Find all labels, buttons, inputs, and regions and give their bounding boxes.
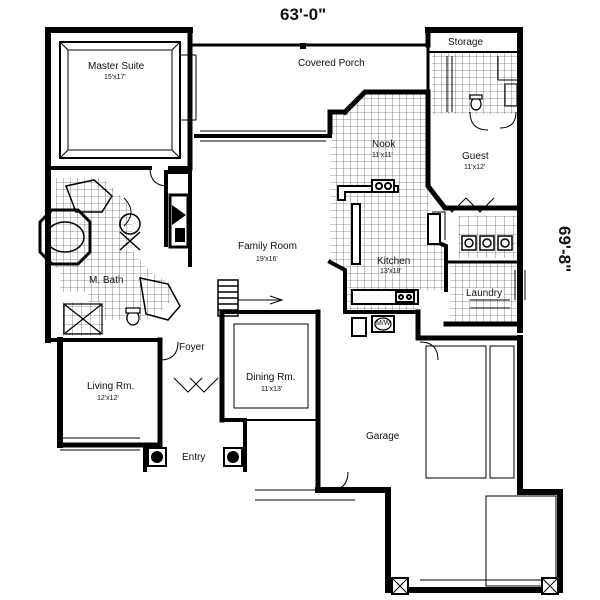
laundry-appliances [461,235,513,251]
microwave-label: M/W [376,320,391,327]
master-suite-label: Master Suite [88,61,145,72]
laundry-label: Laundry [464,288,505,299]
porch-post [300,43,306,49]
dining-tray [233,323,309,409]
nook-size: 11'x11' [372,152,393,159]
m-bath-label: M. Bath [89,275,124,286]
toilets [125,94,483,326]
bath-vanities [64,179,181,321]
whirlpool-tub [38,208,92,266]
plan-width-label: 63'-0" [280,5,327,24]
closets [432,56,520,309]
entry-label: Entry [182,452,206,463]
family-room-label: Family Room [238,241,297,252]
fireplace [168,193,190,249]
stair [217,279,284,317]
nook-label: Nook [372,139,396,150]
living-room-label: Living Rm. [87,381,135,392]
foyer-label: Foyer [179,342,205,353]
living-room-size: 12'x12' [97,395,119,402]
guest-label: Guest [462,151,489,162]
kitchen-size: 13'x18' [380,268,402,275]
kitchen-counters [337,179,441,337]
tray-ceiling [59,41,181,159]
dining-room-size: 11'x13' [261,386,283,393]
kitchen-label: Kitchen [377,256,411,267]
guest-size: 11'x12' [464,164,486,171]
covered-porch-label: Covered Porch [298,58,365,69]
garage-details [425,345,557,587]
dining-room-label: Dining Rm. [246,372,296,383]
doors [123,111,517,491]
walls [45,27,563,593]
shower [63,303,103,335]
garage-label: Garage [366,431,400,442]
storage-label: Storage [448,37,484,48]
entry-columns [147,447,559,595]
master-suite-size: 15'x17' [104,74,126,81]
plan-depth-label: 69'-8" [555,226,574,273]
tiled-floors [44,52,522,336]
family-room-size: 19'x16' [256,256,278,263]
